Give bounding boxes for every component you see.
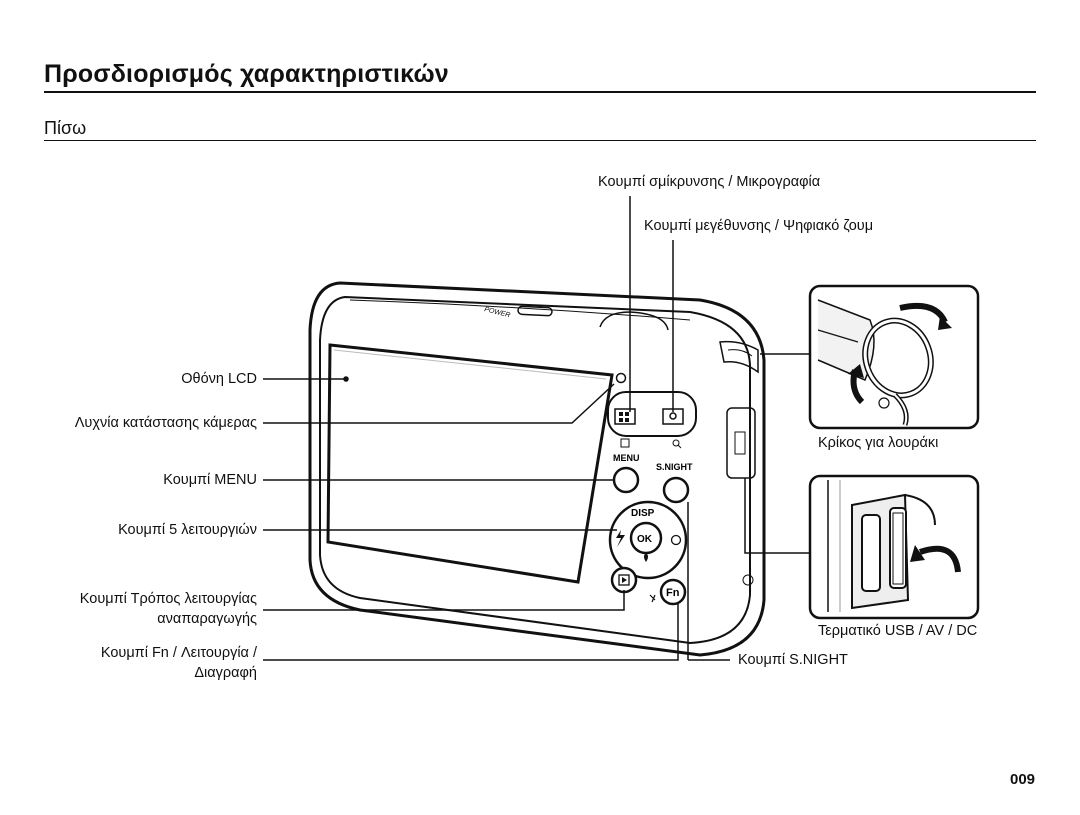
page-title: Προσδιορισμός χαρακτηριστικών bbox=[44, 60, 449, 88]
snight-button-shape bbox=[662, 476, 690, 504]
usb-door-icon bbox=[726, 407, 756, 479]
usb-terminal-inset bbox=[808, 474, 980, 620]
strap-eyelet-label: Κρίκος για λουράκι bbox=[818, 435, 939, 451]
status-lamp-icon bbox=[615, 372, 627, 384]
power-marking: POWER bbox=[484, 306, 511, 319]
strap-eyelet-inset bbox=[808, 284, 980, 430]
usb-terminal-label: Τερματικό USB / AV / DC bbox=[818, 623, 978, 639]
fn-marking: Fn bbox=[666, 587, 680, 599]
disp-marking: DISP bbox=[631, 508, 655, 519]
playback-label-line1: Κουμπί Τρόπος λειτουργίας bbox=[79, 591, 257, 607]
menu-marking: MENU bbox=[613, 453, 640, 463]
ok-marking: OK bbox=[637, 534, 653, 545]
menu-button-label: Κουμπί MENU bbox=[163, 472, 257, 488]
timer-icon bbox=[670, 534, 682, 546]
zoom-in-label: Κουμπί μεγέθυνσης / Ψηφιακό ζουμ bbox=[644, 218, 874, 234]
leader-lines bbox=[263, 196, 812, 661]
fn-label-line2: Διαγραφή bbox=[194, 665, 257, 681]
strap-eyelet-icon bbox=[719, 340, 759, 374]
fn-label-line1: Κουμπί Fn / Λειτουργία / bbox=[100, 645, 257, 661]
lcd-label: Οθόνη LCD bbox=[181, 371, 257, 387]
zoom-out-label: Κουμπί σμίκρυνσης / Μικρογραφία bbox=[598, 174, 821, 190]
fn-button-shape bbox=[659, 578, 687, 606]
menu-button-shape bbox=[612, 466, 640, 494]
five-function-label: Κουμπί 5 λειτουργιών bbox=[118, 522, 257, 538]
playback-label-line2: αναπαραγωγής bbox=[157, 611, 257, 627]
section-subtitle: Πίσω bbox=[44, 118, 87, 138]
power-button bbox=[517, 305, 553, 317]
macro-icon bbox=[644, 553, 648, 562]
snight-label: Κουμπί S.NIGHT bbox=[738, 652, 848, 668]
page-number: 009 bbox=[1010, 771, 1036, 788]
lcd-screen bbox=[326, 343, 614, 584]
status-lamp-label: Λυχνία κατάστασης κάμερας bbox=[74, 415, 257, 431]
snight-marking: S.NIGHT bbox=[656, 462, 693, 472]
title-rule bbox=[44, 91, 1036, 93]
subtitle-rule bbox=[44, 140, 1036, 141]
